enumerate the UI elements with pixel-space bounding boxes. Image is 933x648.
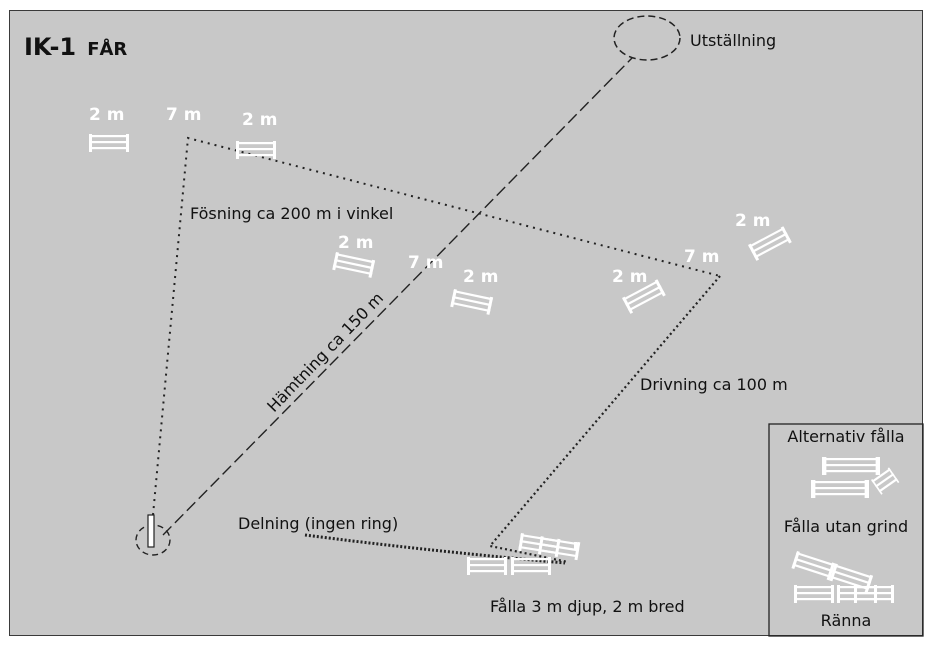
measure-gap-mid: 7 m xyxy=(408,253,443,273)
measure-gate-top-left: 2 m xyxy=(89,105,124,125)
release-point-label: Utställning xyxy=(690,31,776,50)
release-point-marker xyxy=(613,15,681,61)
gate-mid-right xyxy=(450,289,494,315)
course-field xyxy=(9,10,923,636)
measure-gap-top: 7 m xyxy=(166,105,201,125)
post-marker xyxy=(147,514,155,548)
gate-right-upper xyxy=(748,226,792,261)
measure-gate-mid-right: 2 m xyxy=(463,267,498,287)
shed-label: Delning (ingen ring) xyxy=(238,514,398,533)
measure-gate-top-right: 2 m xyxy=(242,110,277,130)
legend-chute-icon xyxy=(791,551,894,603)
drive-label: Drivning ca 100 m xyxy=(640,375,788,394)
gate-mid-left xyxy=(332,252,376,278)
pen-label: Fålla 3 m djup, 2 m bred xyxy=(490,597,685,616)
legend-heading: Alternativ fålla xyxy=(787,427,904,446)
measure-gap-right: 7 m xyxy=(684,247,719,267)
legend-pen-icon xyxy=(811,457,900,498)
measure-gate-right-lower: 2 m xyxy=(612,267,647,287)
outrun-label: Hämtning ca 150 m xyxy=(263,289,387,416)
measure-gate-right-upper: 2 m xyxy=(735,211,770,231)
measure-gate-mid-left: 2 m xyxy=(338,233,373,253)
course-title: IK-1 FÅR xyxy=(24,33,127,61)
fetch-drive-line xyxy=(152,136,721,516)
legend-box xyxy=(768,423,924,637)
outrun-line xyxy=(162,57,633,536)
drive-line xyxy=(487,275,721,564)
gate-top-left xyxy=(89,134,129,152)
legend-chute-label: Ränna xyxy=(821,611,872,630)
fetch-label: Fösning ca 200 m i vinkel xyxy=(190,204,393,223)
legend-pen-label: Fålla utan grind xyxy=(784,517,908,536)
pen xyxy=(467,533,581,575)
